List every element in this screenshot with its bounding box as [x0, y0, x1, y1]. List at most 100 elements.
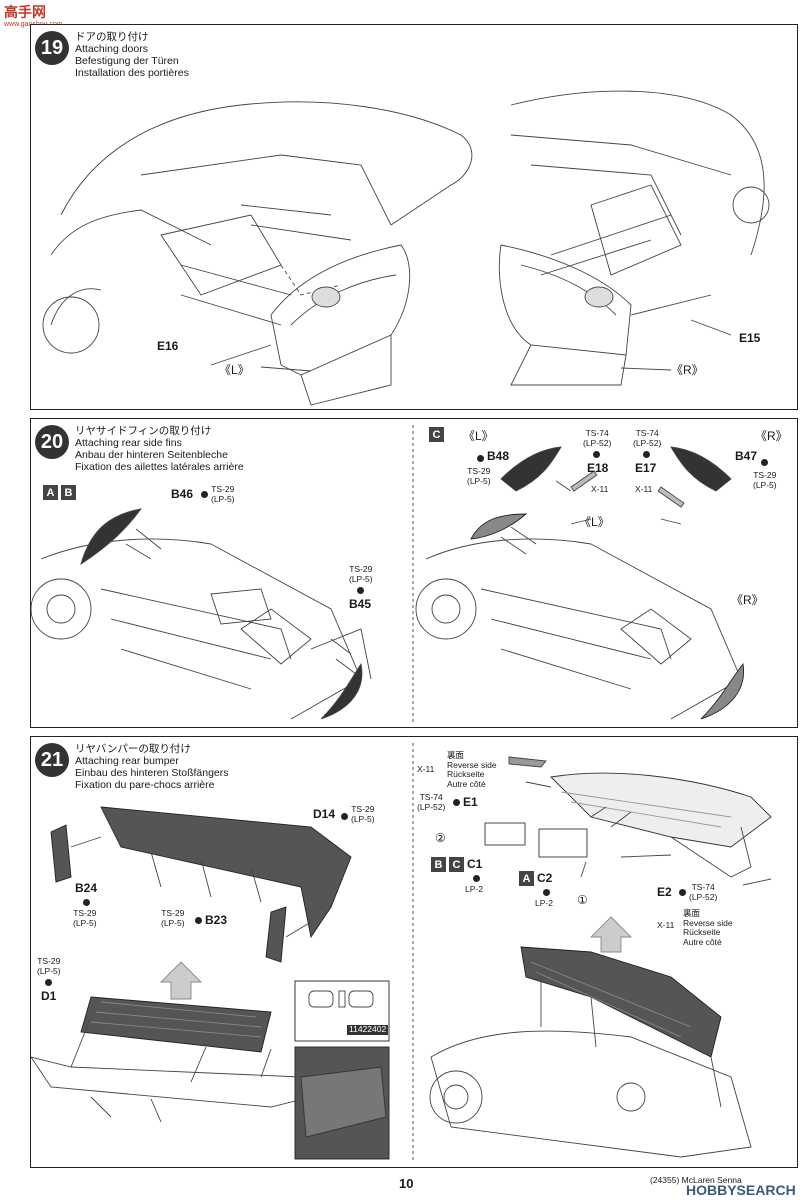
- part-b48-label: B48: [487, 449, 510, 463]
- part-e1-label: E1: [463, 795, 478, 809]
- x11-right-label: X-11: [635, 484, 653, 494]
- paint-b47: TS-29 (LP-5): [753, 470, 777, 490]
- brand-watermark: HOBBYSEARCH: [686, 1182, 796, 1198]
- part-e15-label: E15: [739, 331, 761, 345]
- step-20-panel: 20 リヤサイドフィンの取り付け Attaching rear side fin…: [30, 418, 798, 728]
- side-left-label: 《L》: [219, 363, 250, 377]
- step-21-title: リヤバンパーの取り付け Attaching rear bumper Einbau…: [75, 743, 229, 791]
- x11-top-label: X-11: [417, 764, 435, 774]
- step-21-title-de: Einbau des hinteren Stoßfängers: [75, 767, 229, 779]
- step-19-drawing: [42, 90, 770, 406]
- part-c1-label: C1: [467, 857, 483, 871]
- step-19-title-de: Befestigung der Türen: [75, 55, 179, 67]
- side-right-top-label: 《R》: [755, 429, 788, 443]
- paint-b23: TS-29 (LP-5): [161, 908, 185, 928]
- paint-dot-b45: [357, 587, 364, 594]
- part-b46-label: B46: [171, 487, 194, 501]
- step-21-panel: 21 リヤバンパーの取り付け Attaching rear bumper Ein…: [30, 736, 798, 1168]
- part-e2-label: E2: [657, 885, 672, 899]
- paint-dot-e1: [453, 799, 460, 806]
- paint-dot-b47: [761, 459, 768, 466]
- reverse-en-bottom: Reverse side: [683, 917, 733, 928]
- paint-dot-e2: [679, 889, 686, 896]
- part-b23-label: B23: [205, 913, 228, 927]
- part-d14-label: D14: [313, 807, 336, 821]
- paint-e2: TS-74 (LP-52): [689, 882, 718, 902]
- step-21-title-jp: リヤバンパーの取り付け: [75, 743, 191, 755]
- paint-b46: TS-29 (LP-5): [211, 484, 235, 504]
- part-e17-label: E17: [635, 461, 657, 475]
- paint-e1: TS-74 (LP-52): [417, 792, 446, 812]
- side-left-top-label: 《L》: [463, 429, 494, 443]
- step-19-panel: 19 ドアの取り付け Attaching doors Befestigung d…: [30, 24, 798, 410]
- paint-b48: TS-29 (LP-5): [467, 466, 491, 486]
- reverse-de-bottom: Rückseite: [683, 927, 721, 937]
- part-b45-label: B45: [349, 597, 372, 611]
- step-21-title-fr: Fixation du pare-chocs arrière: [75, 779, 215, 791]
- step-19-title-fr: Installation des portières: [75, 67, 189, 79]
- paint-d14: TS-29 (LP-5): [351, 804, 375, 824]
- circle-2-label: ②: [435, 831, 446, 845]
- step-20-number: 20: [35, 425, 69, 459]
- reverse-jp-top: 裏面: [447, 750, 465, 760]
- step-21-drawing: [31, 743, 772, 1163]
- step-20-title-fr: Fixation des ailettes latérales arrière: [75, 461, 244, 473]
- paint-b24: TS-29 (LP-5): [73, 908, 97, 928]
- reverse-side-top: 裏面 Reverse side Rückseite Autre côté: [447, 750, 497, 789]
- part-c2-label: C2: [537, 871, 553, 885]
- version-tag-c: C: [429, 427, 444, 442]
- paint-dot-d1: [45, 979, 52, 986]
- step-19-title-jp: ドアの取り付け: [75, 31, 149, 43]
- step-19-number: 19: [35, 31, 69, 65]
- circle-1-label: ①: [577, 893, 588, 907]
- version-tag-c-21: C: [449, 857, 464, 872]
- paint-dot-e17: [643, 451, 650, 458]
- page-number: 10: [399, 1176, 414, 1191]
- step-21-title-en: Attaching rear bumper: [75, 755, 179, 767]
- paint-b45: TS-29 (LP-5): [349, 564, 373, 584]
- paint-dot-c2: [543, 889, 550, 896]
- paint-dot-e18: [593, 451, 600, 458]
- paint-dot-b24: [83, 899, 90, 906]
- paint-dot-b23: [195, 917, 202, 924]
- step-21-number: 21: [35, 743, 69, 777]
- side-right-mid-label: 《R》: [731, 593, 764, 607]
- paint-dot-b46: [201, 491, 208, 498]
- reverse-jp-bottom: 裏面: [683, 908, 701, 918]
- paint-dot-d14: [341, 813, 348, 820]
- step-20-title-jp: リヤサイドフィンの取り付け: [75, 425, 212, 437]
- paint-e18: TS-74 (LP-52): [583, 428, 612, 448]
- reverse-en-top: Reverse side: [447, 759, 497, 770]
- step-20-title: リヤサイドフィンの取り付け Attaching rear side fins A…: [75, 425, 244, 473]
- part-e18-label: E18: [587, 461, 609, 475]
- x11-bottom-label: X-11: [657, 920, 675, 930]
- version-tag-a: A: [43, 485, 58, 500]
- reverse-fr-top: Autre côté: [447, 778, 486, 789]
- paint-dot-b48: [477, 455, 484, 462]
- paint-dot-c1: [473, 875, 480, 882]
- version-tag-b: B: [61, 485, 76, 500]
- reverse-de-top: Rückseite: [447, 769, 485, 779]
- step-20-drawing: [31, 425, 745, 723]
- kit-code: (24355) McLaren Senna: [650, 1175, 742, 1185]
- x11-left-label: X-11: [591, 484, 609, 494]
- side-right-label: 《R》: [671, 363, 704, 377]
- reverse-fr-bottom: Autre côté: [683, 936, 722, 947]
- part-b24-label: B24: [75, 881, 98, 895]
- site-logo: 高手网: [4, 4, 46, 20]
- paint-c1: LP-2: [465, 884, 483, 894]
- step-20-title-de: Anbau der hinteren Seitenbleche: [75, 449, 228, 461]
- paint-c2: LP-2: [535, 898, 553, 908]
- part-e16-label: E16: [157, 339, 179, 353]
- version-tag-b-21: B: [431, 857, 446, 872]
- paint-d1: TS-29 (LP-5): [37, 956, 61, 976]
- step-19-title-en: Attaching doors: [75, 43, 148, 55]
- step-20-title-en: Attaching rear side fins: [75, 437, 182, 449]
- part-d1-label: D1: [41, 989, 57, 1003]
- decal-code: 11422402: [347, 1024, 389, 1035]
- reverse-side-bottom: 裏面 Reverse side Rückseite Autre côté: [683, 908, 733, 947]
- version-tag-a-21: A: [519, 871, 534, 886]
- side-left-mid-label: 《L》: [579, 515, 610, 529]
- step-19-title: ドアの取り付け Attaching doors Befestigung der …: [75, 31, 189, 79]
- part-b47-label: B47: [735, 449, 758, 463]
